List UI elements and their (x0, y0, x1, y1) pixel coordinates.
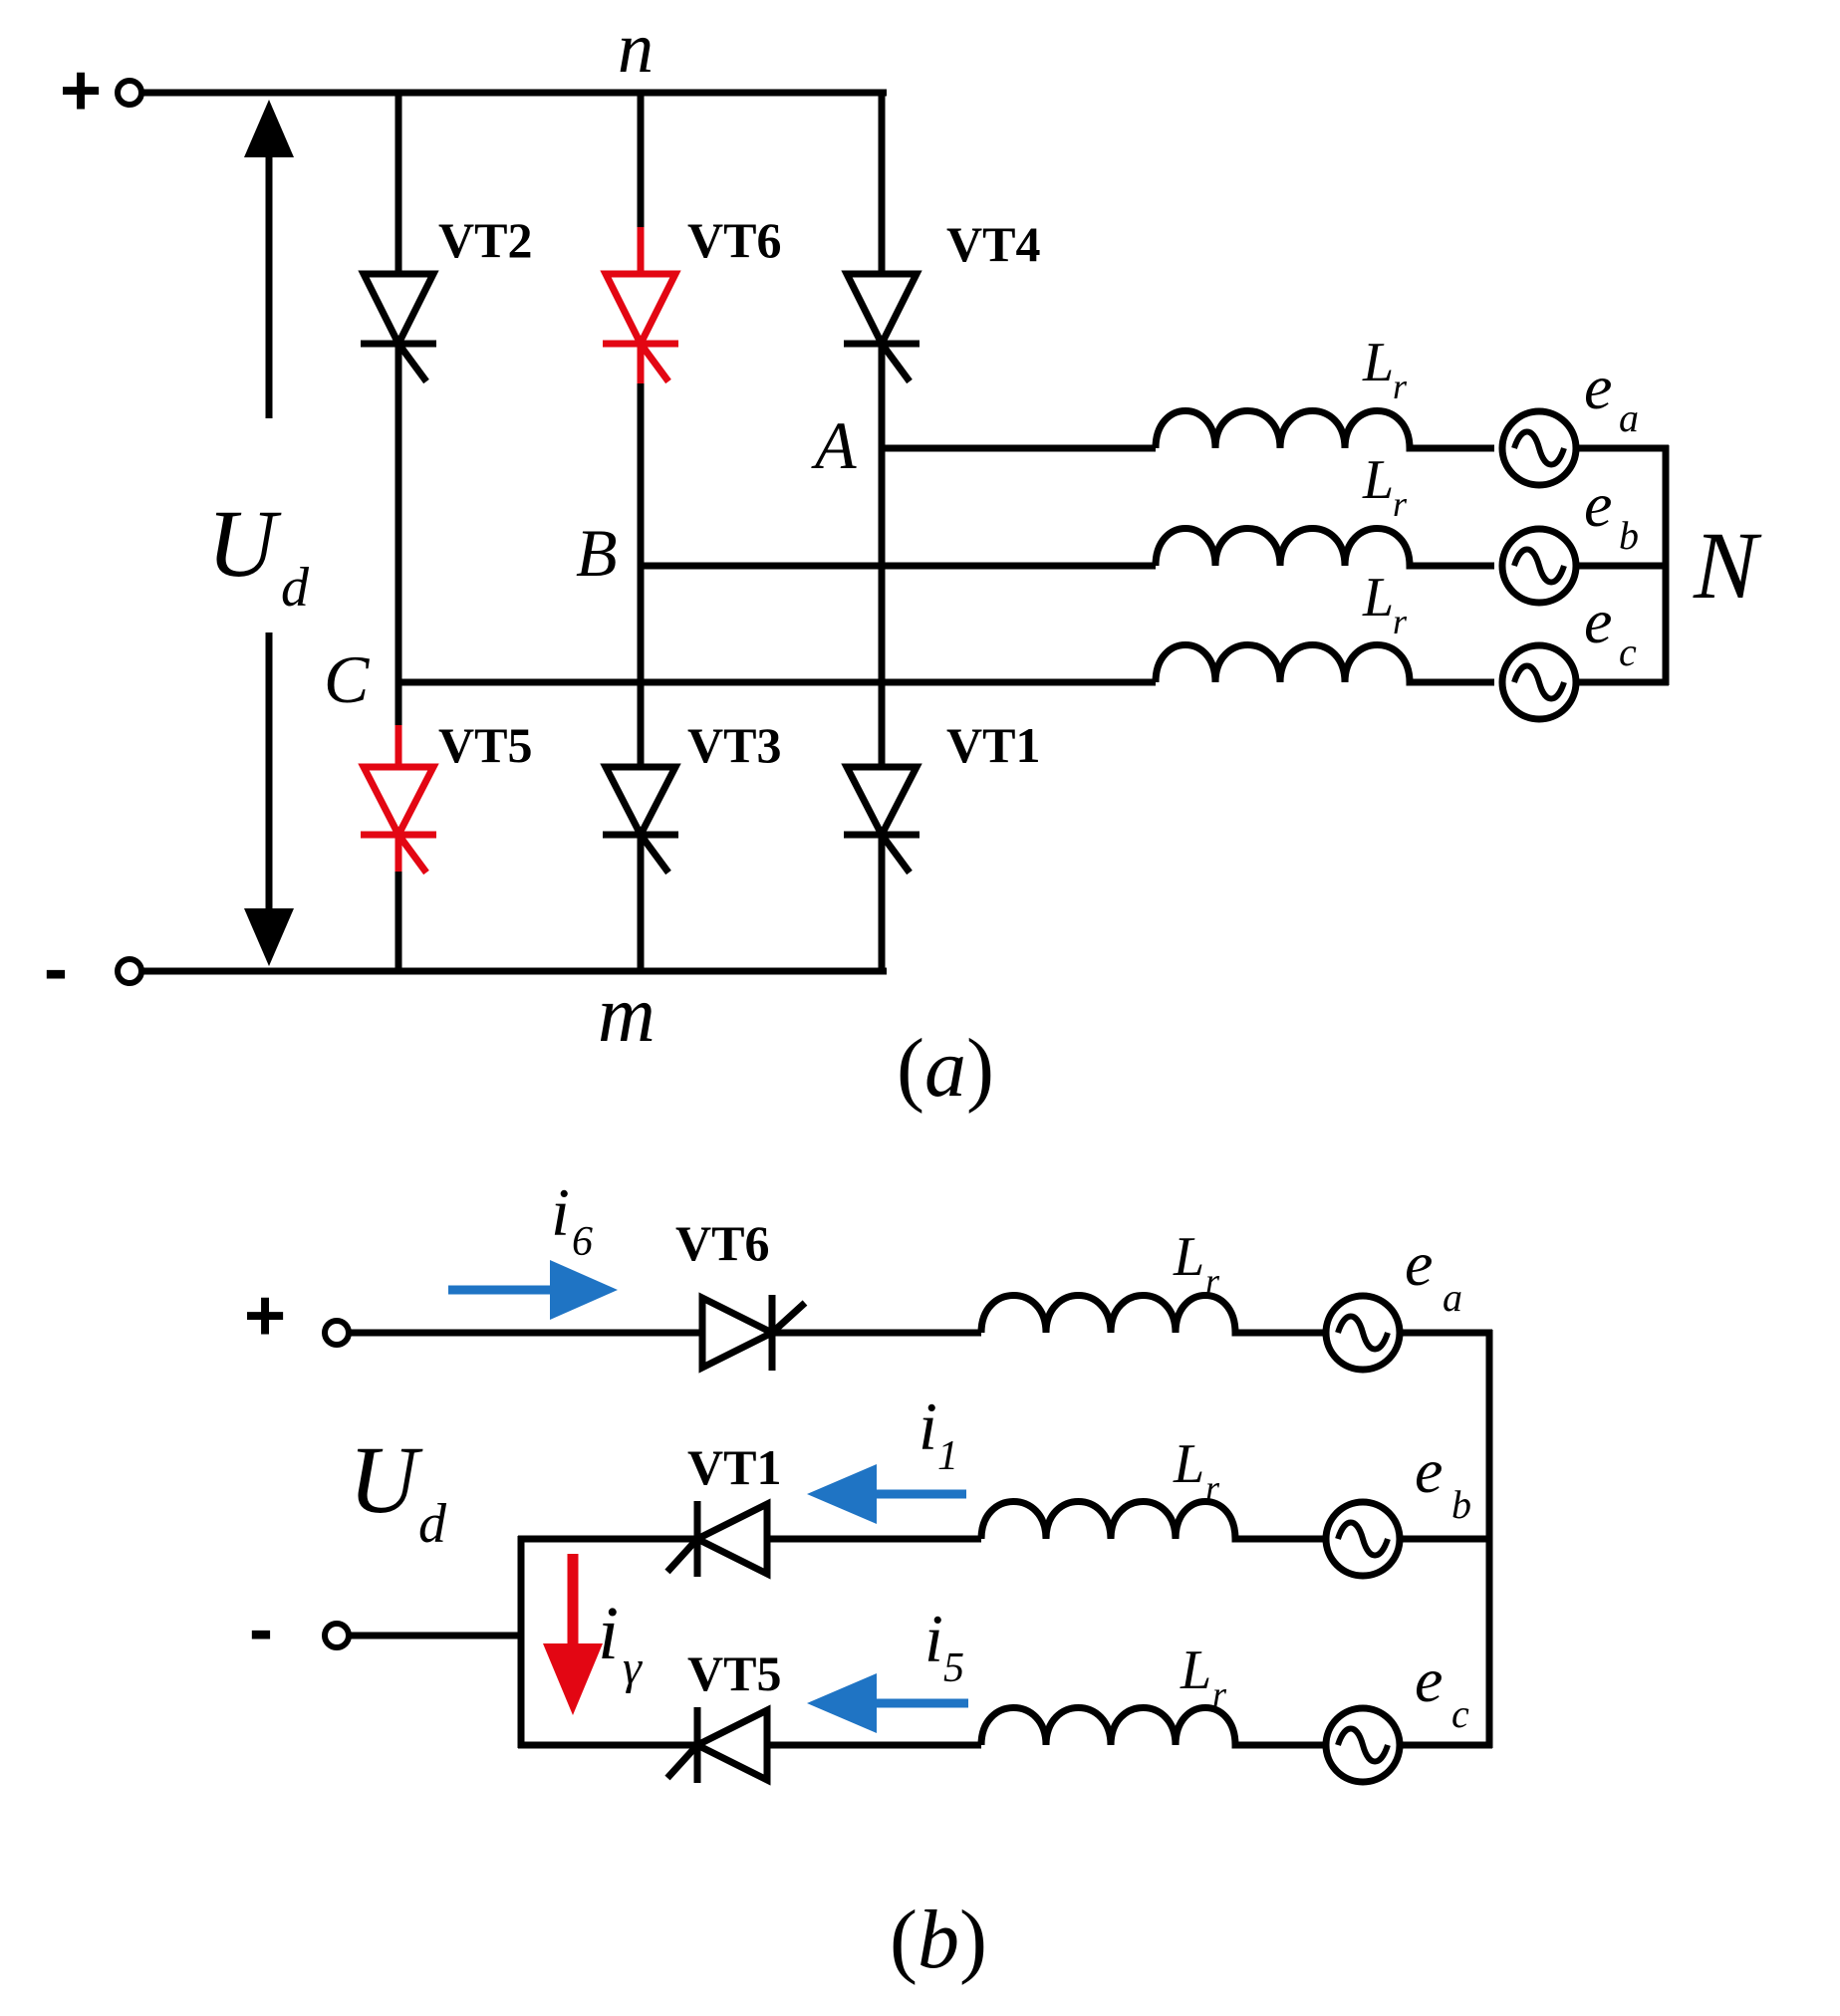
panel-b: + - U d VT6 VT1 (244, 1174, 1493, 1986)
b-plus-terminal (322, 1318, 352, 1348)
caption-a: (a) (897, 1022, 994, 1115)
lr-a-sub: r (1393, 367, 1408, 406)
b-ud-sub: d (418, 1493, 447, 1555)
vt6-label: VT6 (687, 212, 781, 268)
ud-arrowhead-up (244, 100, 294, 157)
panel-a: + - U d n m VT2 VT5 (44, 8, 1762, 1115)
minus-label: - (44, 929, 68, 1009)
ec-sub: c (1619, 630, 1637, 674)
node-b-label: B (576, 515, 618, 591)
plus-label: + (60, 51, 102, 130)
i1-sub: 1 (937, 1433, 958, 1479)
caption-b: (b) (890, 1893, 987, 1986)
i5-label: i (924, 1601, 943, 1676)
ea-sub: a (1619, 395, 1639, 440)
vt5-label: VT5 (438, 717, 532, 773)
ud-sub-label: d (281, 557, 310, 619)
b-inductor-c (977, 1704, 1325, 1749)
b-lr-b-label: L (1173, 1433, 1204, 1495)
igamma-label: i (598, 1592, 619, 1675)
node-n-label: n (618, 8, 654, 88)
b-lr-b-sub: r (1205, 1468, 1220, 1508)
node-n-neutral-label: N (1693, 512, 1762, 619)
b-lr-a-sub: r (1205, 1261, 1220, 1301)
i6-label: i (551, 1174, 570, 1250)
b-vt6-label: VT6 (675, 1215, 769, 1271)
b-minus-terminal (322, 1621, 352, 1650)
lr-b-label: L (1362, 449, 1394, 511)
ec-label: e (1584, 586, 1612, 656)
minus-terminal (115, 956, 144, 986)
b-lr-c-sub: r (1212, 1674, 1227, 1714)
vt1-label: VT1 (946, 717, 1040, 773)
phase-c-inductor (1152, 641, 1494, 686)
vt3-label: VT3 (687, 717, 781, 773)
igamma-arrow-icon (543, 1554, 603, 1715)
eb-label: e (1584, 469, 1612, 540)
b-ud-label: U (349, 1426, 423, 1533)
b-ea-sub: a (1443, 1275, 1462, 1320)
b-ec-label: e (1415, 1644, 1443, 1715)
i5-arrow-icon (807, 1673, 968, 1733)
node-m-label: m (598, 971, 656, 1059)
vt2-label: VT2 (438, 212, 532, 268)
vt5-thyristor (358, 763, 439, 876)
b-source-eb-icon (1326, 1502, 1400, 1576)
vt6-thyristor (600, 270, 681, 384)
node-a-label: A (811, 407, 857, 483)
b-lr-c-label: L (1180, 1639, 1211, 1701)
b-minus-label: - (249, 1590, 273, 1669)
source-ea-icon (1502, 411, 1576, 485)
vt4-label: VT4 (946, 216, 1040, 272)
ea-label: e (1584, 352, 1612, 422)
i6-sub: 6 (572, 1219, 593, 1265)
plus-terminal (115, 78, 144, 108)
source-ec-icon (1502, 645, 1576, 719)
phase-b-inductor (1152, 525, 1494, 570)
b-inductor-a (977, 1292, 1325, 1337)
b-ec-sub: c (1451, 1691, 1469, 1736)
lr-c-sub: r (1393, 602, 1408, 641)
b-vt5-label: VT5 (687, 1645, 781, 1701)
b-plus-label: + (244, 1276, 286, 1356)
b-inductor-b (977, 1498, 1325, 1543)
i1-label: i (919, 1388, 937, 1464)
b-source-ea-icon (1326, 1296, 1400, 1370)
source-eb-icon (1502, 529, 1576, 603)
lr-a-label: L (1362, 332, 1394, 393)
node-c-label: C (324, 641, 370, 717)
ud-arrowhead-down (244, 908, 294, 966)
lr-b-sub: r (1393, 484, 1408, 524)
i6-arrow-icon (448, 1260, 618, 1320)
i1-arrow-icon (807, 1464, 966, 1524)
b-vt6-thyristor (698, 1292, 808, 1374)
b-lr-a-label: L (1173, 1226, 1204, 1288)
phase-a-inductor (1152, 407, 1494, 452)
b-eb-label: e (1415, 1435, 1443, 1506)
b-vt1-label: VT1 (687, 1439, 781, 1495)
b-source-ec-icon (1326, 1708, 1400, 1782)
eb-sub: b (1619, 513, 1639, 558)
b-eb-sub: b (1451, 1482, 1471, 1527)
vt2-thyristor (358, 270, 439, 384)
igamma-sub: γ (623, 1641, 643, 1694)
b-ea-label: e (1405, 1228, 1433, 1299)
i5-sub: 5 (943, 1645, 964, 1691)
ud-label: U (207, 490, 282, 597)
lr-c-label: L (1362, 567, 1394, 629)
